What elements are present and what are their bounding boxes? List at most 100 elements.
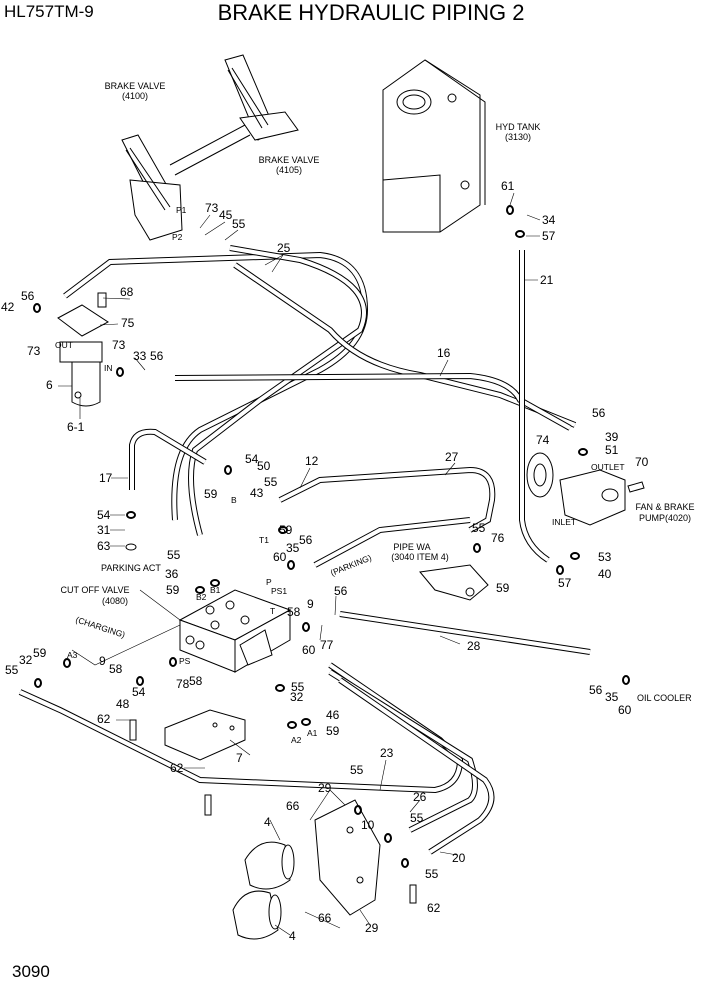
callout: 63 xyxy=(97,539,111,553)
page-title: BRAKE HYDRAULIC PIPING 2 xyxy=(217,0,525,25)
port-label: OUT xyxy=(55,340,73,350)
callout: 56 xyxy=(592,406,606,420)
callout: 45 xyxy=(219,208,233,222)
label-oil-cooler: OIL COOLER xyxy=(637,693,692,703)
callout: 35 xyxy=(605,690,619,704)
callout: 62 xyxy=(427,901,441,915)
callout: 58 xyxy=(109,662,123,676)
callout: 40 xyxy=(598,567,612,581)
callout: 70 xyxy=(635,455,649,469)
brake-pedals xyxy=(121,54,299,241)
callout: 55 xyxy=(425,867,439,881)
o-rings xyxy=(33,205,630,904)
port-label: T1 xyxy=(259,535,269,545)
callout: 55 xyxy=(291,680,305,694)
fan-brake-pump xyxy=(526,452,645,526)
callout: 66 xyxy=(318,911,332,925)
callout: 26 xyxy=(413,790,427,804)
label-pump-code: PUMP(4020) xyxy=(639,513,691,523)
callout: 31 xyxy=(97,523,111,537)
port-label: INLET xyxy=(552,517,576,527)
callout: 56 xyxy=(21,289,35,303)
callout: 28 xyxy=(467,639,481,653)
callout: 35 xyxy=(286,541,300,555)
callout: 36 xyxy=(165,567,179,581)
callout: 4 xyxy=(289,929,296,943)
callout: 55 xyxy=(5,663,19,677)
callout: 61 xyxy=(501,179,515,193)
callout: 56 xyxy=(150,349,164,363)
callout: 48 xyxy=(116,697,130,711)
callout: 50 xyxy=(257,459,271,473)
callout: 6 xyxy=(46,378,53,392)
port-label: A3 xyxy=(67,650,78,660)
callout: 32 xyxy=(290,690,304,704)
callout: 59 xyxy=(166,583,180,597)
label-brake-valve-4105: BRAKE VALVE xyxy=(259,155,320,165)
pipe-wa xyxy=(419,564,489,601)
callout: 39 xyxy=(605,430,619,444)
label-brake-valve-4100-code: (4100) xyxy=(122,91,148,101)
callout: 27 xyxy=(445,450,459,464)
callout: 21 xyxy=(540,273,554,287)
port-label: P2 xyxy=(172,232,183,242)
leader-lines xyxy=(58,192,541,936)
callout: 9 xyxy=(99,654,106,668)
callout: 55 xyxy=(264,475,278,489)
callout: 59 xyxy=(33,646,47,660)
callout: 16 xyxy=(437,346,451,360)
callout: 59 xyxy=(326,724,340,738)
hydraulic-hoses xyxy=(18,245,591,855)
callout: 62 xyxy=(97,712,111,726)
callout: 59 xyxy=(204,487,218,501)
callout: 54 xyxy=(132,685,146,699)
port-label: A2 xyxy=(291,735,302,745)
port-label: B1 xyxy=(210,585,221,595)
callout: 54 xyxy=(245,452,259,466)
label-cut-off-valve: CUT OFF VALVE xyxy=(60,585,129,595)
callout: 46 xyxy=(326,708,340,722)
callout: 55 xyxy=(472,521,486,535)
callout: 58 xyxy=(189,674,203,688)
callout: 12 xyxy=(305,454,319,468)
callout: 57 xyxy=(558,576,572,590)
callout: 9 xyxy=(307,597,314,611)
callout: 25 xyxy=(277,241,291,255)
page-number: 3090 xyxy=(12,962,50,981)
callout: 76 xyxy=(491,531,505,545)
callout: 42 xyxy=(1,300,15,314)
model-number: HL757TM-9 xyxy=(4,2,94,21)
callout: 58 xyxy=(287,605,301,619)
callout: 78 xyxy=(176,677,190,691)
cut-off-valve-block xyxy=(178,589,292,673)
callout: 7 xyxy=(236,751,243,765)
callout: 73 xyxy=(112,338,126,352)
port-label: PS1 xyxy=(271,586,287,596)
label-parking-act: PARKING ACT xyxy=(101,563,161,573)
label-cut-off-valve-code: (4080) xyxy=(102,596,128,606)
callout: 54 xyxy=(97,508,111,522)
port-labels: P1 P2 OUT IN OUTLET INLET B T1 P B1 B2 P… xyxy=(55,205,625,745)
callout: 33 xyxy=(133,349,147,363)
callout: 59 xyxy=(496,581,510,595)
bracket xyxy=(164,709,246,761)
callout: 77 xyxy=(320,638,334,652)
callout: 57 xyxy=(542,229,556,243)
callout: 66 xyxy=(286,799,300,813)
port-label: T xyxy=(270,606,275,616)
label-hyd-tank: HYD TANK xyxy=(496,122,541,132)
callout: 56 xyxy=(299,533,313,547)
callout: 55 xyxy=(232,217,246,231)
port-label: OUTLET xyxy=(591,462,625,472)
callout: 17 xyxy=(99,471,113,485)
callout: 20 xyxy=(452,851,466,865)
callout: 59 xyxy=(279,523,293,537)
callout: 62 xyxy=(170,761,184,775)
callout-numbers: 73 45 55 25 61 34 57 21 56 68 42 75 73 7… xyxy=(1,179,649,943)
callout: 55 xyxy=(350,763,364,777)
callout: 4 xyxy=(264,815,271,829)
callout: 75 xyxy=(121,316,135,330)
port-label: PS xyxy=(179,656,191,666)
callout: 6-1 xyxy=(67,420,85,434)
accumulators xyxy=(232,799,381,940)
